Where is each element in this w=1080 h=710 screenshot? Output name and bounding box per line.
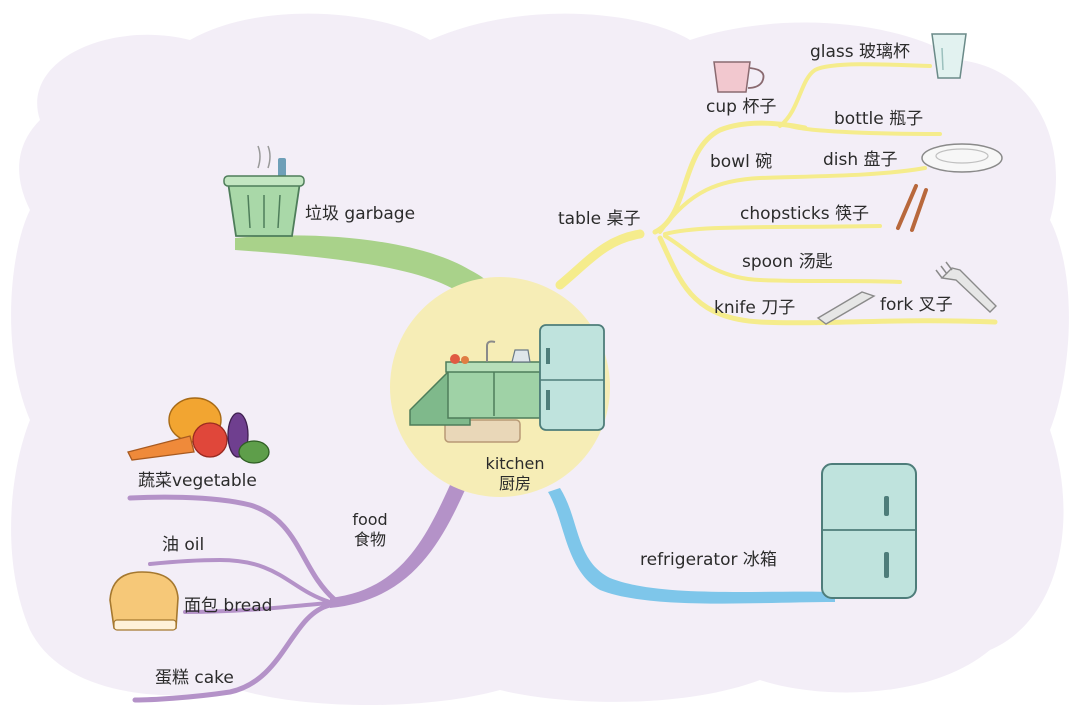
center-label-zh: 厨房 <box>498 474 531 493</box>
refrigerator-label: refrigerator 冰箱 <box>640 550 777 570</box>
garbage-label: 垃圾 garbage <box>305 204 416 224</box>
center-node-label: kitchen 厨房 <box>470 454 560 494</box>
refrigerator-branch <box>548 488 835 604</box>
food-label: food 食物 <box>340 510 400 550</box>
cup-label: cup 杯子 <box>706 97 777 117</box>
food-sub-branches <box>127 494 338 703</box>
food-main-branch <box>330 485 465 608</box>
bottle-label: bottle 瓶子 <box>834 109 924 129</box>
kitchen-illustration <box>409 324 605 443</box>
food-label-zh: 食物 <box>353 530 386 549</box>
oil-label: 油 oil <box>162 535 205 555</box>
garbage-branch <box>235 235 495 300</box>
vegetable-label: 蔬菜vegetable <box>138 471 257 491</box>
vegetables-icon <box>127 397 270 464</box>
cup-icon <box>713 61 765 93</box>
glass-icon <box>931 33 967 79</box>
bread-icon <box>109 571 179 631</box>
knife-icon <box>816 291 876 325</box>
chopsticks-icon <box>896 184 928 232</box>
knife-label: knife 刀子 <box>714 298 796 318</box>
table-branches <box>555 62 998 326</box>
table-label: table 桌子 <box>558 209 641 229</box>
glass-label: glass 玻璃杯 <box>810 42 911 62</box>
bread-label: 面包 bread <box>184 596 273 616</box>
dish-label: dish 盘子 <box>823 150 898 170</box>
food-label-en: food <box>352 510 388 529</box>
cake-label: 蛋糕 cake <box>155 668 234 688</box>
refrigerator-icon <box>821 463 917 599</box>
fork-icon <box>935 261 997 313</box>
chopsticks-label: chopsticks 筷子 <box>740 204 870 224</box>
garbage-can-icon <box>223 145 305 237</box>
spoon-label: spoon 汤匙 <box>742 252 833 272</box>
bowl-label: bowl 碗 <box>710 152 773 172</box>
dish-icon <box>921 143 1003 173</box>
center-label-en: kitchen <box>485 454 545 473</box>
fork-label: fork 叉子 <box>880 295 953 315</box>
